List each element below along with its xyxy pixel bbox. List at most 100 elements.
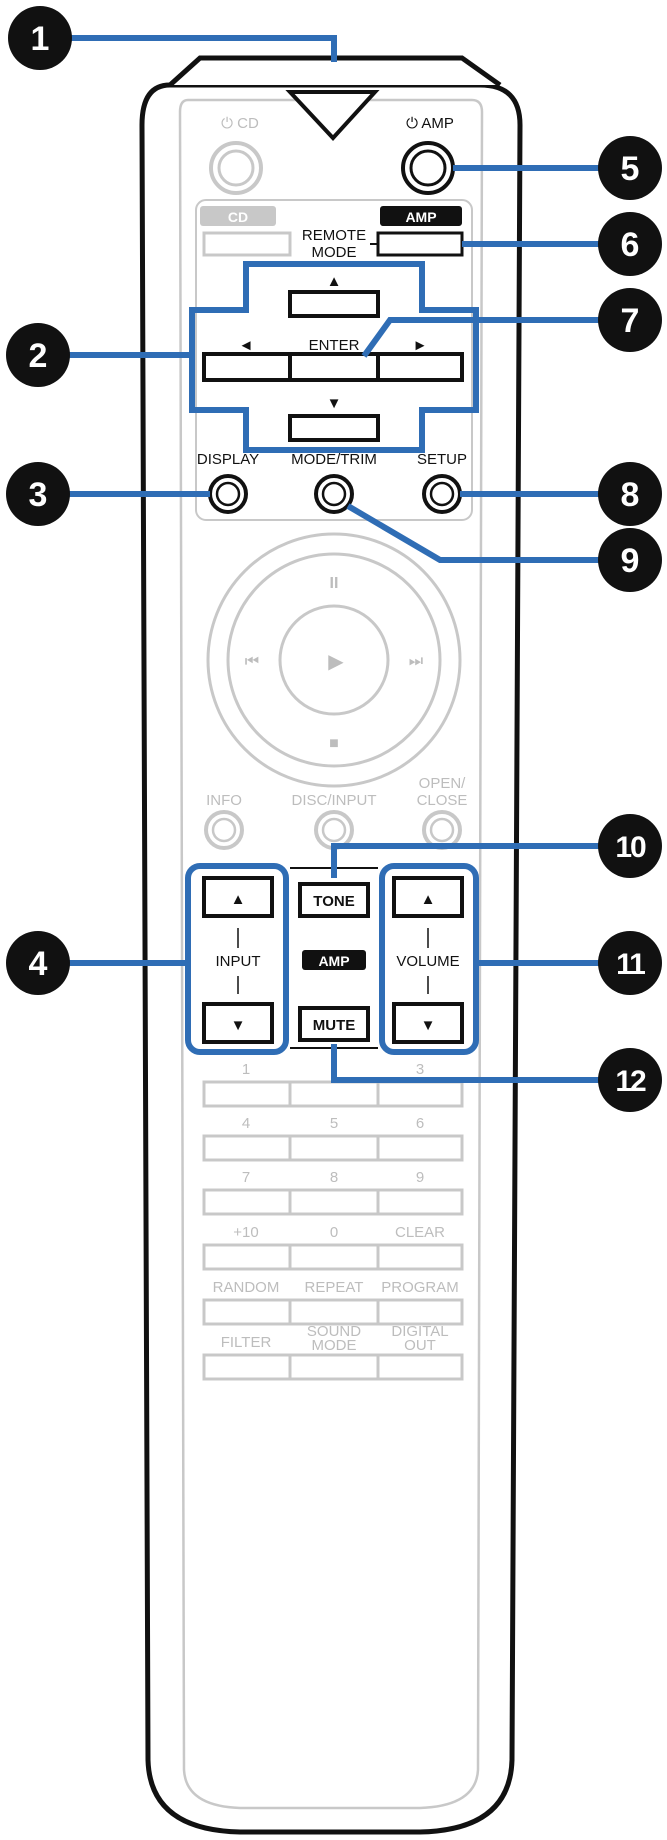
play-icon: ▶ [328,651,344,673]
mute-button[interactable] [298,1006,370,1042]
svg-text:AMP: AMP [405,209,436,225]
input-label: INPUT [216,953,261,970]
amp-badge [380,206,462,226]
svg-text:7: 7 [621,302,640,340]
input-up-icon: ▲ [231,891,246,908]
num-4-button[interactable] [202,1134,292,1162]
volume-up-button[interactable] [392,876,464,918]
random-button[interactable] [202,1298,292,1326]
pause-icon[interactable]: II [330,575,339,592]
clear-button[interactable] [376,1243,464,1271]
power-amp-label: ⏻ AMP [406,115,454,132]
mode-trim-button[interactable] [314,474,354,514]
repeat-button[interactable] [288,1298,380,1326]
prev-icon[interactable]: ⏮ [245,653,259,670]
sound-mode-button[interactable] [288,1353,380,1381]
cursor-down-button[interactable] [288,414,380,442]
num-7-button[interactable] [202,1188,292,1216]
callout-6: 6 [598,212,662,276]
svg-text:6: 6 [416,1115,424,1132]
digital-out-button[interactable] [376,1353,464,1381]
callout-4: 4 [6,931,70,995]
filter-button[interactable] [202,1353,292,1381]
svg-text:OUT: OUT [404,1337,436,1354]
callout-12: 12 [598,1048,662,1112]
remote-body [139,55,523,1835]
next-icon[interactable]: ⏭ [409,653,423,670]
power-cd-label: ⏻ CD [221,115,259,132]
disc-input-label: DISC/INPUT [291,792,376,809]
volume-down-button[interactable] [392,1002,464,1044]
mode-trim-label: MODE/TRIM [291,451,377,468]
remote-mode-cd-button[interactable] [202,231,292,257]
svg-text:9: 9 [621,542,640,580]
num-9-button[interactable] [376,1188,464,1216]
svg-text:1: 1 [31,20,50,58]
num-3-label: 3 [416,1061,424,1078]
num-6-button[interactable] [376,1134,464,1162]
svg-text:AMP: AMP [318,953,349,969]
play-button[interactable] [278,604,390,716]
callout-lines [64,35,610,1083]
tone-label: TONE [313,893,354,910]
numpad: 1 3 4 5 6 7 8 9 +10 0 CLEAR RANDOM REPEA… [202,1061,464,1381]
cd-badge [200,206,276,226]
volume-label: VOLUME [396,953,459,970]
setup-label: SETUP [417,451,467,468]
function-row: DISPLAY MODE/TRIM SETUP [197,451,467,514]
svg-text:4: 4 [29,945,48,983]
info-row: INFO DISC/INPUT OPEN/ CLOSE [204,775,468,850]
callout-10: 10 [598,814,662,878]
setup-button[interactable] [422,474,462,514]
input-up-button[interactable] [202,876,274,918]
num-0-button[interactable] [288,1243,380,1271]
stop-icon[interactable]: ■ [329,735,339,752]
svg-text:▲: ▲ [327,273,342,290]
svg-text:5: 5 [330,1115,338,1132]
num-5-button[interactable] [288,1134,380,1162]
tone-button[interactable] [298,882,370,918]
num-3-button[interactable] [376,1080,464,1108]
svg-text:►: ► [413,337,428,354]
input-down-button[interactable] [202,1002,274,1044]
cursor-left-button[interactable] [202,352,292,382]
disc-input-button[interactable] [314,810,354,850]
program-button[interactable] [376,1298,464,1326]
svg-text:PROGRAM: PROGRAM [381,1279,459,1296]
num-2-button[interactable] [288,1080,380,1108]
cursor-right-button[interactable] [376,352,464,382]
svg-text:5: 5 [621,150,640,188]
num-1-button[interactable] [202,1080,292,1108]
cursor-up-button[interactable] [288,290,380,318]
transport-wheel: II ⏮ ▶ ⏭ ■ [206,532,462,788]
svg-text:3: 3 [29,476,48,514]
svg-text:◄: ◄ [239,337,254,354]
remote-mode-amp-button[interactable] [376,231,464,257]
volume-down-icon: ▼ [421,1017,436,1034]
num-8-button[interactable] [288,1188,380,1216]
mute-label: MUTE [313,1017,356,1034]
callout-2: 2 [6,323,70,387]
svg-text:9: 9 [416,1169,424,1186]
open-close-button[interactable] [422,810,462,850]
svg-text:DIGITAL: DIGITAL [391,1323,448,1340]
enter-button[interactable] [288,352,380,382]
svg-text:SOUND: SOUND [307,1323,361,1340]
svg-text:+10: +10 [233,1224,258,1241]
svg-text:7: 7 [242,1169,250,1186]
open-close-label-2: CLOSE [417,792,468,809]
info-button[interactable] [204,810,244,850]
plus10-button[interactable] [202,1243,292,1271]
callout-7: 7 [598,288,662,352]
display-button[interactable] [208,474,248,514]
remote-mode-label-2: MODE [312,244,357,261]
svg-text:4: 4 [242,1115,250,1132]
svg-text:6: 6 [621,226,640,264]
amp-section: ▲ INPUT ▼ TONE AMP MUTE ▲ VOLUME ▼ [202,867,464,1049]
callout-11: 11 [598,931,662,995]
svg-text:11: 11 [616,948,645,981]
callout-5: 5 [598,136,662,200]
svg-text:10: 10 [615,831,646,864]
num-1-label: 1 [242,1061,250,1078]
